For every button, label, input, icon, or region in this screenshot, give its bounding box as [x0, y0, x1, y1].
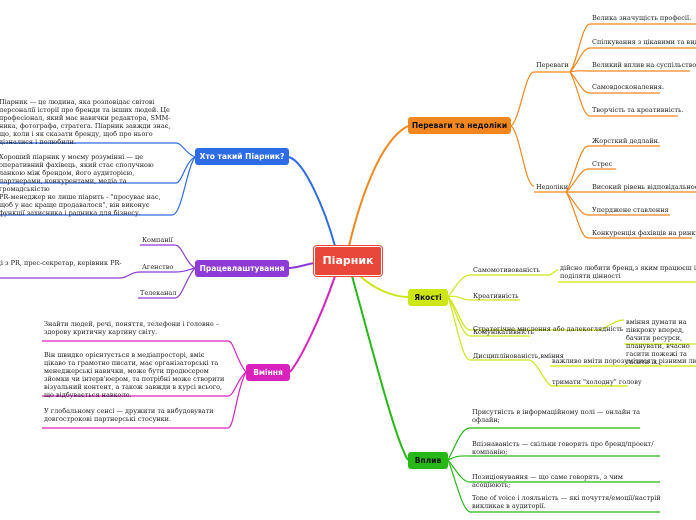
quality-item[interactable]: Креативність: [473, 292, 519, 300]
skill-paragraph[interactable]: Він швидко орієнтується в медіапросторі,…: [44, 351, 225, 399]
branch-qualities[interactable]: Якості: [408, 289, 448, 306]
influence-item[interactable]: Tone of voice і лояльність — які почуття…: [472, 494, 661, 510]
quality-item[interactable]: Стратегічне мислення або далекоглядність: [473, 325, 624, 333]
cons-label[interactable]: Недоліки: [536, 183, 569, 191]
link-prac: [288, 262, 315, 269]
quality-detail[interactable]: дійсно любити бренд,з яким працюєш і под…: [560, 264, 696, 280]
pros-label[interactable]: Переваги: [536, 61, 569, 69]
pro-item[interactable]: Великий вплив на суспільство.: [592, 61, 696, 69]
quality-item[interactable]: Дисциплінованість,вміння: [473, 352, 564, 360]
employment-place[interactable]: Компанії: [142, 236, 173, 244]
central-topic[interactable]: Піарник: [314, 246, 382, 276]
link-pereva: [348, 125, 409, 247]
skill-paragraph[interactable]: Знайти людей, речі, поняття, телефони і …: [44, 320, 220, 336]
quality-item[interactable]: Самомотивованість: [473, 266, 541, 274]
pro-item[interactable]: Самовдосконалення.: [592, 83, 665, 91]
who-paragraph[interactable]: Піарник — це людина, яка розповідає світ…: [0, 98, 171, 146]
employment-note[interactable]: ниці з PR, прес-секретар, керівник PR-: [0, 259, 122, 267]
con-item[interactable]: Уперджене ставлення: [592, 206, 669, 214]
link-vplyv: [351, 275, 409, 461]
con-item[interactable]: Високий рівень відповідальності.: [592, 183, 696, 191]
influence-item[interactable]: Впізнаваність — скільки говорять про бре…: [472, 440, 654, 456]
branch-employment[interactable]: Працевлаштування: [195, 260, 289, 277]
branch-pros-cons[interactable]: Переваги та недоліки: [408, 117, 511, 134]
con-item[interactable]: Стрес: [592, 160, 613, 168]
link-yak: [359, 275, 409, 298]
con-item[interactable]: Конкуренція фахівців на ринку.: [592, 229, 696, 237]
con-item[interactable]: Жорсткий дедлайн.: [592, 137, 660, 145]
skill-paragraph[interactable]: У глобальному сенсі — дружити та вибудов…: [44, 407, 214, 423]
pro-item[interactable]: Спілкування з цікавими та видатними: [592, 38, 696, 46]
link-who: [288, 156, 336, 247]
branch-influence[interactable]: Вплив: [408, 452, 448, 469]
branch-skills[interactable]: Вміння: [246, 364, 290, 381]
quality-item[interactable]: Комунікативність: [473, 328, 534, 336]
quality-detail[interactable]: тримати "холодну" голову: [552, 378, 642, 386]
employment-place[interactable]: Телеканал: [140, 289, 177, 297]
influence-item[interactable]: Позиціонування — що саме говорять, з чим…: [472, 473, 623, 489]
who-paragraph[interactable]: PR-менеджер не лише піарить - "просуває …: [0, 193, 161, 217]
link-vmin: [289, 275, 336, 373]
branch-who-is[interactable]: Хто такий Піарник?: [195, 148, 289, 165]
influence-item[interactable]: Присутність в інформаційному полі — онла…: [472, 408, 641, 424]
pro-item[interactable]: Велика значущість професії.: [592, 14, 692, 22]
quality-detail[interactable]: важливо вміти порозумітися з різними люд…: [552, 357, 696, 365]
employment-place[interactable]: Агенство: [142, 263, 174, 271]
pro-item[interactable]: Творчість та креативність.: [592, 106, 684, 114]
who-paragraph[interactable]: Хороший піарник у моєму розумінні — це о…: [0, 153, 154, 193]
quality-detail[interactable]: вміння думати на півкроку вперед, бачити…: [626, 318, 690, 366]
